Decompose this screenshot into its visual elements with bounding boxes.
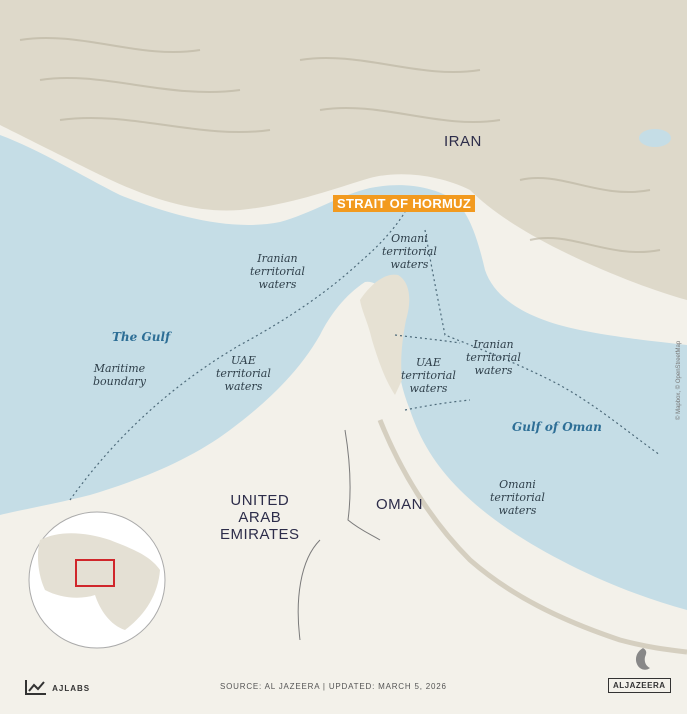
label-maritime-boundary: Maritime boundary — [93, 362, 146, 388]
text-line: UAE — [230, 354, 256, 367]
ajlabs-brand: AJLABS — [25, 676, 90, 695]
map-credit: © Mapbox, © OpenStreetMap — [676, 340, 682, 420]
text-line: Omani — [391, 232, 428, 245]
text-line: waters — [474, 364, 513, 377]
label-strait-of-hormuz: STRAIT OF HORMUZ — [333, 195, 476, 212]
water-body — [0, 135, 687, 610]
uae-line-3: EMIRATES — [220, 526, 300, 543]
label-uae: UNITED ARAB EMIRATES — [220, 492, 300, 543]
text-line: waters — [498, 504, 537, 517]
land-border-uae-oman — [297, 429, 381, 641]
text-line: Omani — [499, 478, 536, 491]
text-line: UAE — [415, 356, 441, 369]
label-omani-waters-south: Omani territorial waters — [490, 478, 545, 517]
ajlabs-text: AJLABS — [52, 684, 91, 693]
text-line: territorial — [216, 367, 271, 380]
text-line: Iranian — [473, 338, 514, 351]
label-oman: OMAN — [376, 496, 423, 513]
label-uae-waters-west: UAE territorial waters — [216, 354, 271, 393]
text-line: territorial — [382, 245, 437, 258]
aljazeera-emblem-icon — [635, 648, 650, 670]
source-line: SOURCE: AL JAZEERA | UPDATED: MARCH 5, 2… — [220, 682, 447, 691]
text-line: waters — [224, 380, 263, 393]
text-line: territorial — [466, 351, 521, 364]
maritime-boundary-line — [69, 211, 406, 501]
uae-line-1: UNITED — [230, 492, 290, 509]
text-line: Maritime — [93, 362, 146, 375]
text-line: boundary — [93, 375, 146, 388]
inland-lake — [639, 129, 671, 147]
musandam-peninsula — [360, 274, 410, 395]
label-iranian-waters-east: Iranian territorial waters — [466, 338, 521, 377]
aljazeera-logo: ALJAZEERA — [608, 678, 671, 693]
text-line: waters — [258, 278, 297, 291]
boundary-musandam — [394, 334, 471, 411]
iran-mountains — [0, 0, 687, 300]
text-line: Iranian — [257, 252, 298, 265]
oman-mountains — [377, 419, 687, 655]
label-iranian-waters-west: Iranian territorial waters — [250, 252, 305, 291]
text-line: waters — [390, 258, 429, 271]
boundary-east — [424, 229, 661, 456]
text-line: waters — [409, 382, 448, 395]
label-omani-waters-north: Omani territorial waters — [382, 232, 437, 271]
text-line: territorial — [250, 265, 305, 278]
text-line: territorial — [490, 491, 545, 504]
inset-land — [37, 533, 160, 630]
label-uae-waters-east: UAE territorial waters — [401, 356, 456, 395]
inset-focus-box — [75, 559, 115, 587]
text-line: territorial — [401, 369, 456, 382]
ajlabs-chart-icon — [25, 679, 46, 695]
label-iran: IRAN — [444, 133, 482, 150]
label-gulf-of-oman: Gulf of Oman — [512, 420, 602, 434]
uae-line-2: ARAB — [238, 509, 282, 526]
label-the-gulf: The Gulf — [112, 330, 171, 344]
iran-mountains-texture — [19, 36, 661, 254]
